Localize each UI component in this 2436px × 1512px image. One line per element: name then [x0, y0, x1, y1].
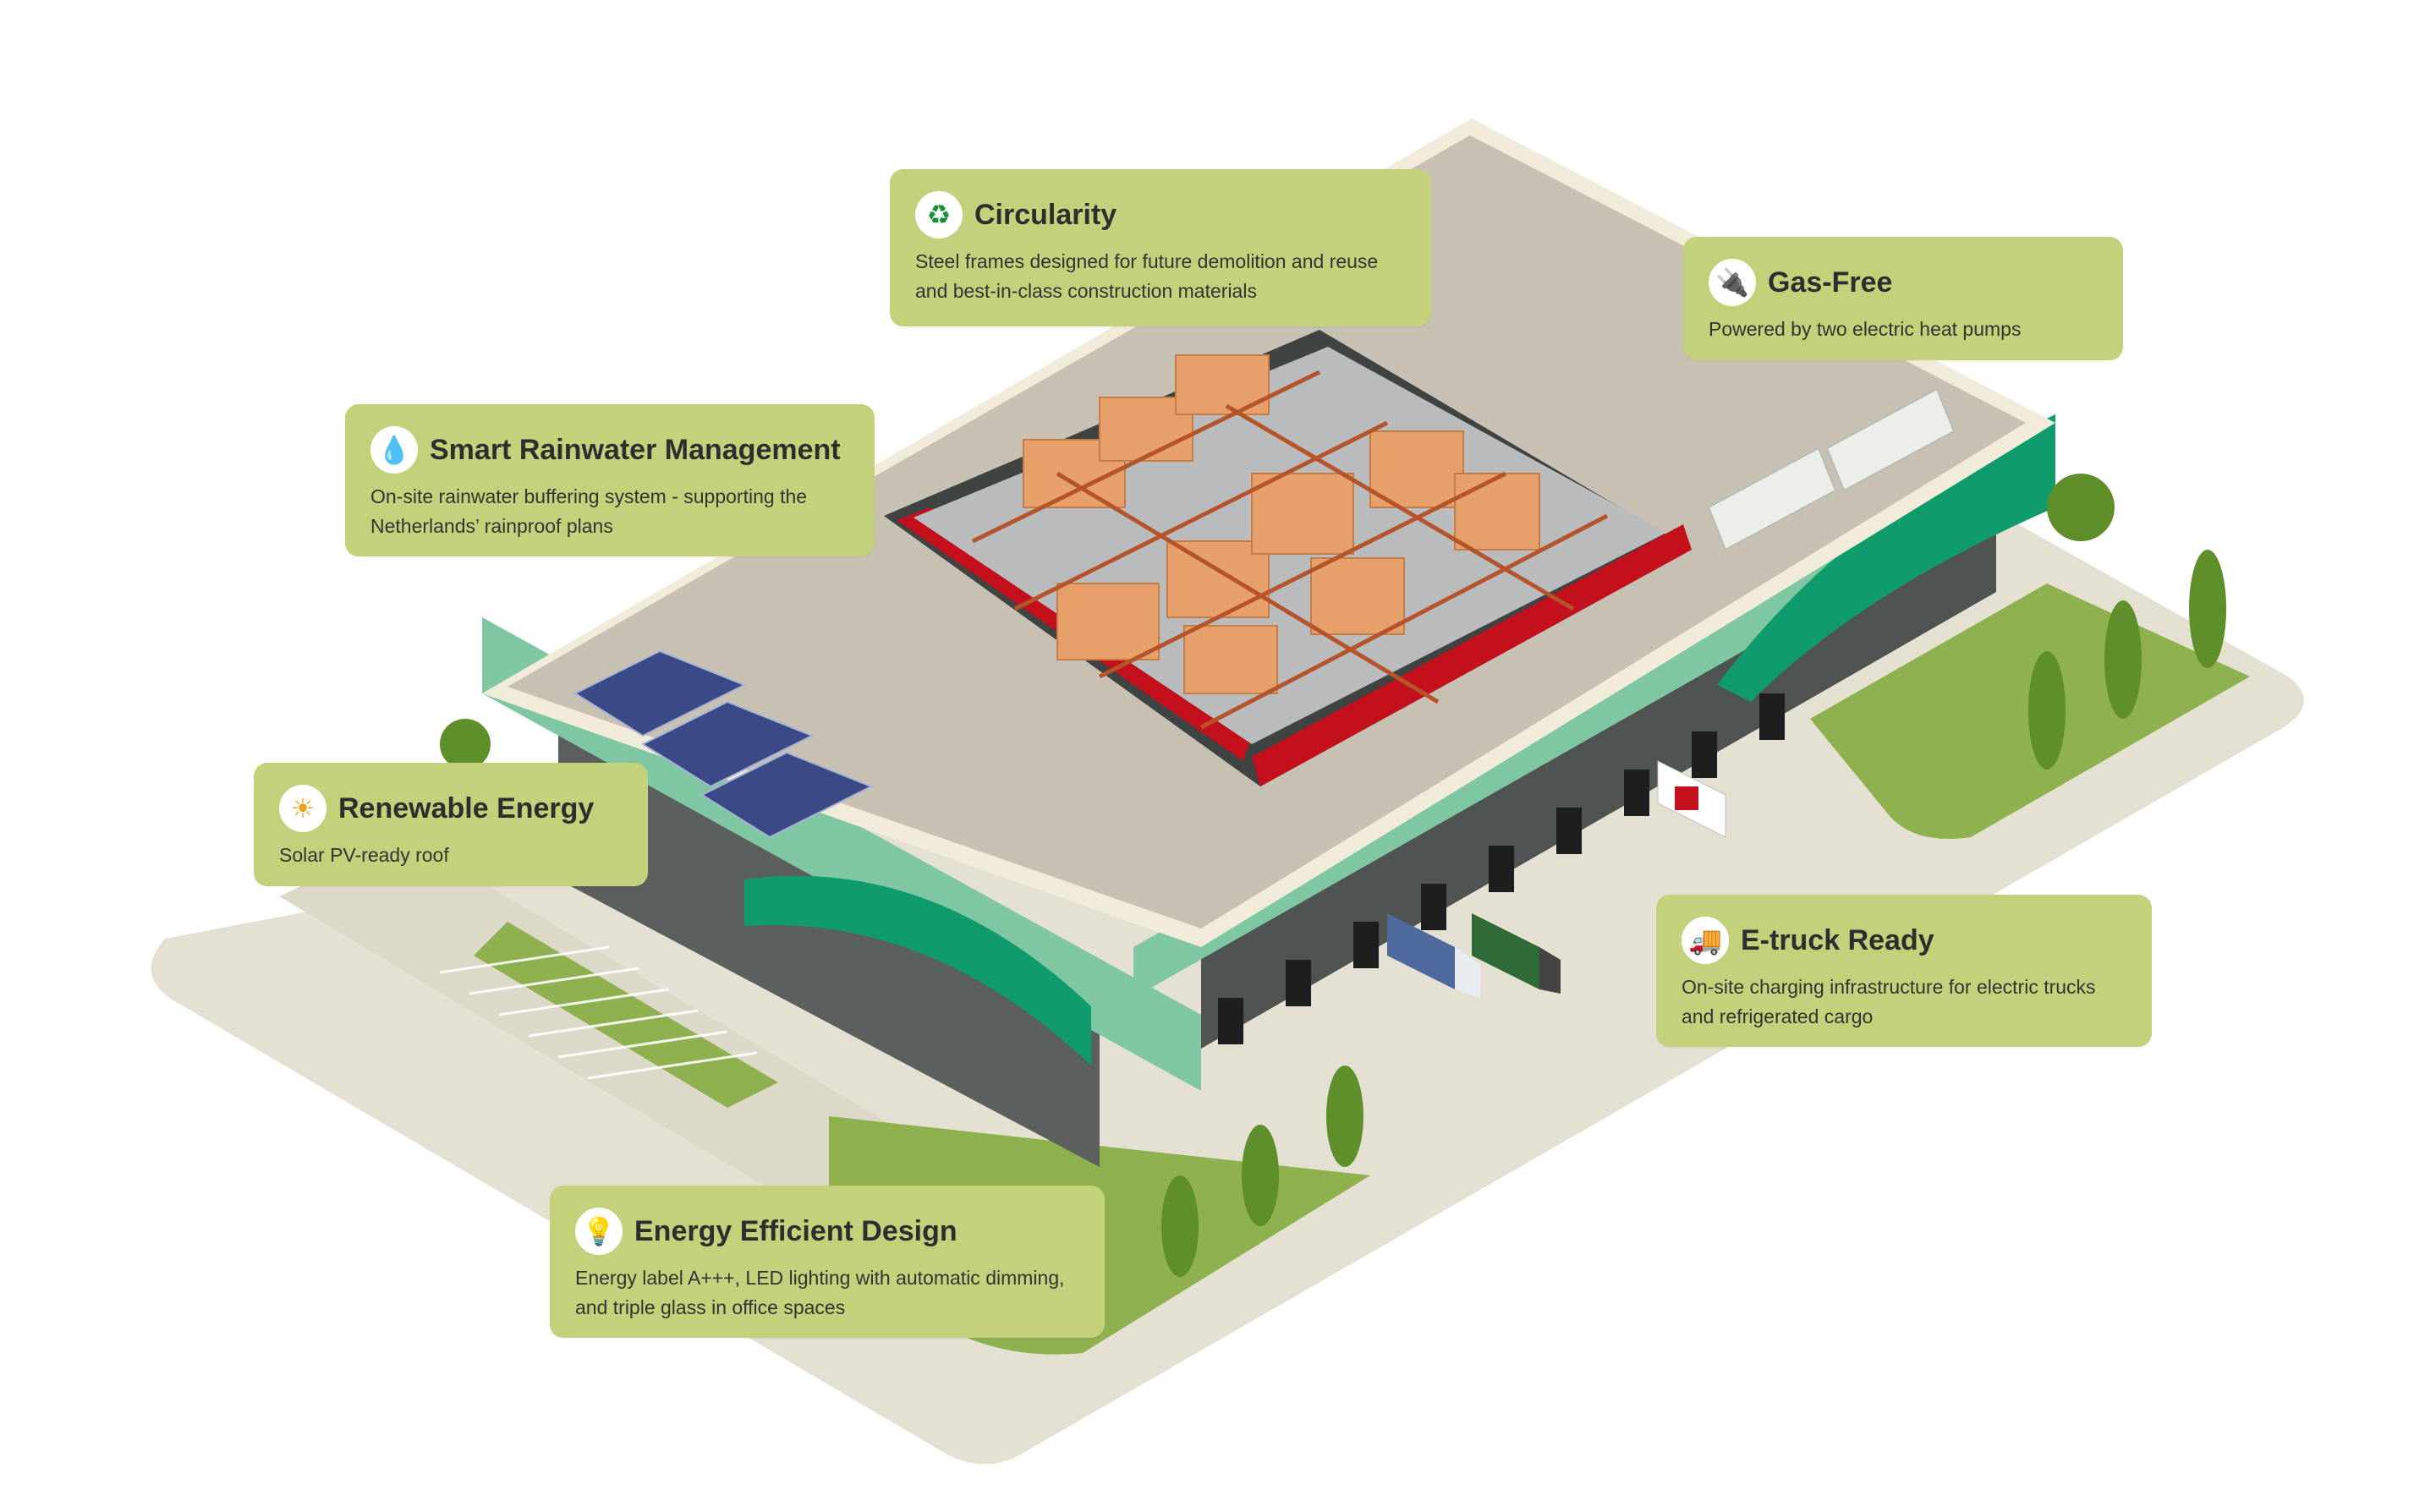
trucks	[1387, 760, 1726, 998]
racking	[1023, 354, 1540, 694]
description-line: Netherlands’ rainproof plans	[370, 515, 613, 537]
description-line: Energy label A+++, LED lighting with aut…	[575, 1267, 1065, 1289]
light-bulb-icon: 💡	[575, 1208, 623, 1255]
description-line: On-site charging infrastructure for elec…	[1682, 976, 2096, 998]
trees	[440, 474, 2226, 1277]
description-line: On-site rainwater buffering system - sup…	[370, 485, 808, 507]
callout-description: Solar PV-ready roof	[279, 841, 623, 870]
heat-pumps	[1707, 387, 1956, 551]
callout-title: Energy Efficient Design	[634, 1214, 957, 1247]
callout-title: Circularity	[974, 198, 1117, 231]
callout-energy-efficient-design: 💡 Energy Efficient Design Energy label A…	[550, 1186, 1105, 1338]
description-line: Solar PV-ready roof	[279, 844, 449, 866]
callout-description: Energy label A+++, LED lighting with aut…	[575, 1263, 1079, 1323]
callout-renewable-energy: ☀ Renewable Energy Solar PV-ready roof	[254, 763, 648, 886]
callout-title: Smart Rainwater Management	[430, 433, 841, 466]
truck-icon: 🚚	[1682, 917, 1729, 964]
description-line: and best-in-class construction materials	[915, 280, 1257, 302]
recycle-icon: ♻	[915, 191, 963, 238]
description-line: and triple glass in office spaces	[575, 1296, 846, 1318]
description-line: Powered by two electric heat pumps	[1709, 318, 2022, 340]
sun-icon: ☀	[279, 785, 326, 832]
loading-doors	[1218, 693, 1785, 1044]
callout-gas-free: 🔌 Gas-Free Powered by two electric heat …	[1683, 237, 2123, 360]
callout-description: Steel frames designed for future demolit…	[915, 247, 1406, 306]
description-line: and refrigerated cargo	[1682, 1005, 1874, 1027]
front-wall	[558, 710, 1100, 1167]
callout-etruck-ready: 🚚 E-truck Ready On-site charging infrast…	[1656, 895, 2152, 1047]
callout-circularity: ♻ Circularity Steel frames designed for …	[890, 169, 1431, 326]
callout-description: On-site rainwater buffering system - sup…	[370, 482, 849, 541]
solar-panels	[573, 649, 874, 839]
facade-right	[1133, 423, 2055, 998]
plug-icon: 🔌	[1709, 259, 1756, 306]
callout-rainwater: 💧 Smart Rainwater Management On-site rai…	[345, 404, 875, 556]
callout-title: E-truck Ready	[1741, 923, 1934, 956]
water-drop-icon: 💧	[370, 426, 418, 474]
description-line: Steel frames designed for future demolit…	[915, 250, 1379, 272]
callout-title: Renewable Energy	[338, 792, 595, 824]
callout-description: Powered by two electric heat pumps	[1709, 315, 2098, 344]
callout-description: On-site charging infrastructure for elec…	[1682, 972, 2126, 1032]
callout-title: Gas-Free	[1768, 266, 1893, 299]
